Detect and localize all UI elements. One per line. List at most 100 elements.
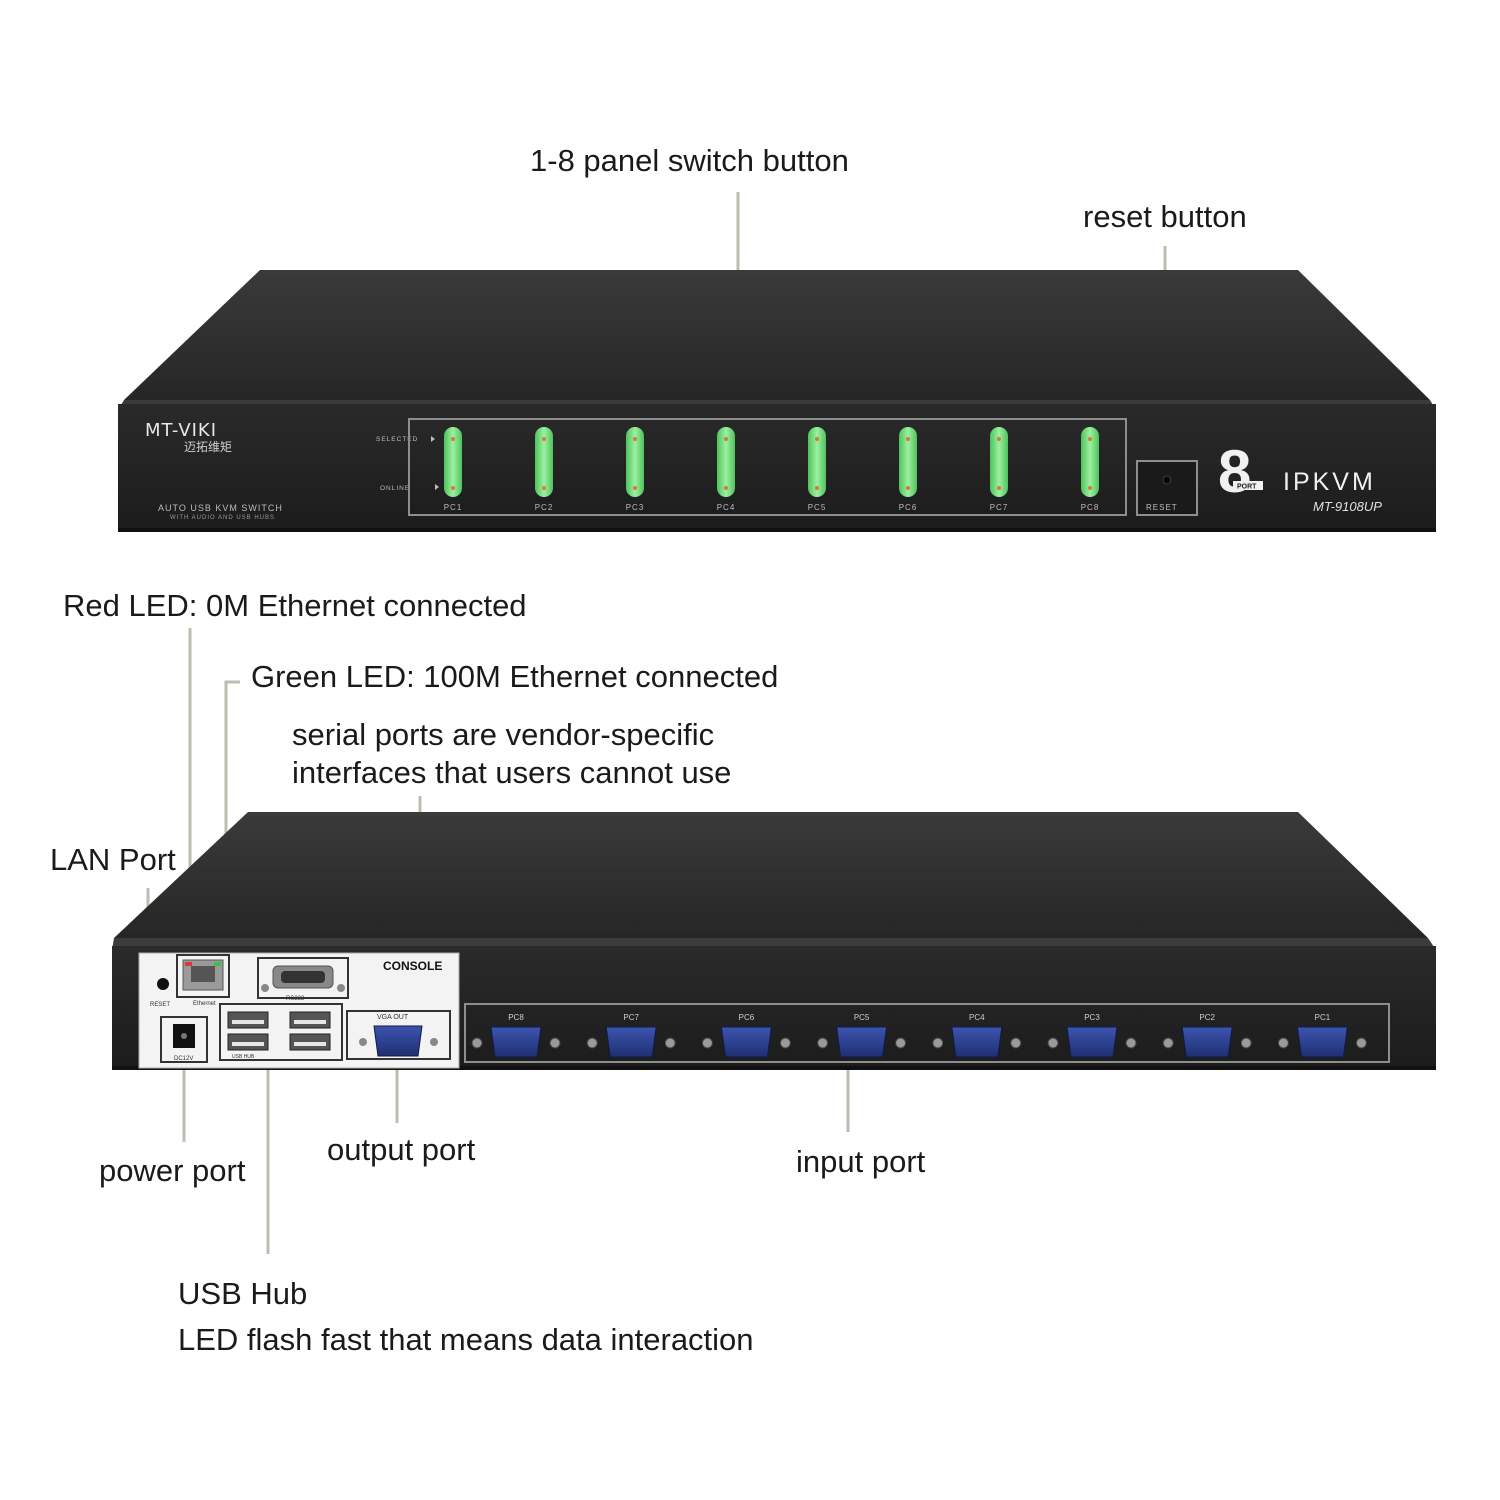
status-led-dot bbox=[451, 486, 455, 490]
dc-frame bbox=[160, 1016, 208, 1063]
panel-button-body[interactable] bbox=[899, 427, 917, 497]
vga-input-label: PC4 bbox=[969, 1013, 985, 1022]
screw bbox=[1162, 1037, 1174, 1049]
reset-button-callout: reset button bbox=[1083, 199, 1247, 234]
panel-button-label: PC3 bbox=[626, 503, 645, 512]
vga-input-label: PC8 bbox=[508, 1013, 524, 1022]
panel-switch-callout: 1-8 panel switch button bbox=[530, 143, 849, 178]
panel-button-body[interactable] bbox=[990, 427, 1008, 497]
brand-cn: 迈拓维矩 bbox=[184, 440, 232, 454]
dc-label: DC12V bbox=[174, 1056, 193, 1062]
vga-connector[interactable] bbox=[490, 1026, 542, 1058]
product-name: IPKVM bbox=[1283, 468, 1376, 496]
screw bbox=[895, 1037, 907, 1049]
status-led-dot bbox=[451, 437, 455, 441]
panel-button-body[interactable] bbox=[1081, 427, 1099, 497]
vga-input-pc1[interactable]: PC1 bbox=[1277, 1013, 1367, 1058]
panel-button-label: PC6 bbox=[899, 503, 918, 512]
vga-input-pc7[interactable]: PC7 bbox=[586, 1013, 676, 1058]
panel-button-body[interactable] bbox=[808, 427, 826, 497]
red-led-callout: Red LED: 0M Ethernet connected bbox=[63, 588, 527, 623]
serial-callout-line1: serial ports are vendor-specific bbox=[292, 717, 715, 752]
front-face bbox=[118, 404, 1436, 530]
red-led bbox=[185, 962, 192, 966]
status-led-dot bbox=[1088, 437, 1092, 441]
vga-input-pc4[interactable]: PC4 bbox=[932, 1013, 1022, 1058]
screw bbox=[664, 1037, 676, 1049]
input-port-frame bbox=[464, 1003, 1390, 1063]
green-led-callout: Green LED: 100M Ethernet connected bbox=[251, 659, 779, 694]
panel-button-3[interactable]: PC3 bbox=[626, 427, 645, 512]
screw bbox=[549, 1037, 561, 1049]
vga-connector[interactable] bbox=[605, 1026, 657, 1058]
panel-button-7[interactable]: PC7 bbox=[990, 427, 1009, 512]
serial-callout-line2: interfaces that users cannot use bbox=[292, 755, 732, 790]
vga-input-label: PC7 bbox=[623, 1013, 639, 1022]
vga-connector[interactable] bbox=[1296, 1026, 1348, 1058]
status-led-dot bbox=[997, 486, 1001, 490]
screw bbox=[1125, 1037, 1137, 1049]
vga-connector[interactable] bbox=[836, 1026, 888, 1058]
status-led-dot bbox=[997, 437, 1001, 441]
panel-button-6[interactable]: PC6 bbox=[899, 427, 918, 512]
screw bbox=[817, 1037, 829, 1049]
status-led-dot bbox=[542, 486, 546, 490]
vga-input-pc3[interactable]: PC3 bbox=[1047, 1013, 1137, 1058]
panel-button-5[interactable]: PC5 bbox=[808, 427, 827, 512]
vga-input-pc8[interactable]: PC8 bbox=[471, 1013, 561, 1058]
panel-button-2[interactable]: PC2 bbox=[535, 427, 554, 512]
status-led-dot bbox=[633, 437, 637, 441]
status-led-dot bbox=[906, 437, 910, 441]
front-unit: MT-VIKI 迈拓维矩 AUTO USB KVM SWITCH WITH AU… bbox=[118, 270, 1436, 532]
panel-button-8[interactable]: PC8 bbox=[1081, 427, 1100, 512]
panel-button-body[interactable] bbox=[626, 427, 644, 497]
status-led-dot bbox=[724, 437, 728, 441]
rs232-frame bbox=[257, 957, 349, 999]
panel-button-body[interactable] bbox=[535, 427, 553, 497]
vga-out-label: VGA OUT bbox=[377, 1014, 409, 1021]
status-led-dot bbox=[542, 437, 546, 441]
output-port-callout: output port bbox=[327, 1132, 476, 1167]
panel-button-4[interactable]: PC4 bbox=[717, 427, 736, 512]
vga-input-label: PC5 bbox=[854, 1013, 870, 1022]
front-top-surface bbox=[124, 270, 1430, 400]
vga-input-pc6[interactable]: PC6 bbox=[701, 1013, 791, 1058]
front-desc-1: AUTO USB KVM SWITCH bbox=[158, 503, 283, 513]
vga-input-pc2[interactable]: PC2 bbox=[1162, 1013, 1252, 1058]
panel-button-label: PC5 bbox=[808, 503, 827, 512]
panel-button-label: PC4 bbox=[717, 503, 736, 512]
screw bbox=[1277, 1037, 1289, 1049]
power-port-callout: power port bbox=[99, 1153, 246, 1188]
vga-connector[interactable] bbox=[1181, 1026, 1233, 1058]
front-desc-2: WITH AUDIO AND USB HUBS bbox=[170, 515, 275, 521]
status-led-dot bbox=[906, 486, 910, 490]
panel-button-label: PC1 bbox=[444, 503, 463, 512]
status-led-dot bbox=[724, 486, 728, 490]
screw bbox=[779, 1037, 791, 1049]
big-eight: 8 bbox=[1218, 438, 1251, 505]
screw bbox=[932, 1037, 944, 1049]
front-reset-button[interactable] bbox=[1162, 475, 1172, 485]
panel-button-label: PC2 bbox=[535, 503, 554, 512]
status-led-dot bbox=[633, 486, 637, 490]
panel-button-body[interactable] bbox=[717, 427, 735, 497]
vga-connector[interactable] bbox=[951, 1026, 1003, 1058]
panel-button-1[interactable]: PC1 bbox=[444, 427, 463, 512]
panel-button-frame bbox=[408, 418, 1127, 516]
vga-input-label: PC6 bbox=[739, 1013, 755, 1022]
rear-reset-button[interactable] bbox=[157, 978, 169, 990]
vga-out-port[interactable] bbox=[373, 1025, 423, 1057]
vga-connector[interactable] bbox=[1066, 1026, 1118, 1058]
panel-button-label: PC7 bbox=[990, 503, 1009, 512]
screw bbox=[1240, 1037, 1252, 1049]
vga-out-frame bbox=[346, 1010, 451, 1060]
front-reset-label: RESET bbox=[1146, 503, 1178, 512]
rear-top-surface bbox=[114, 812, 1428, 938]
screw bbox=[471, 1037, 483, 1049]
online-label: ONLINE bbox=[380, 485, 410, 492]
vga-input-pc5[interactable]: PC5 bbox=[817, 1013, 907, 1058]
green-led bbox=[214, 962, 221, 966]
panel-button-body[interactable] bbox=[444, 427, 462, 497]
vga-connector[interactable] bbox=[720, 1026, 772, 1058]
